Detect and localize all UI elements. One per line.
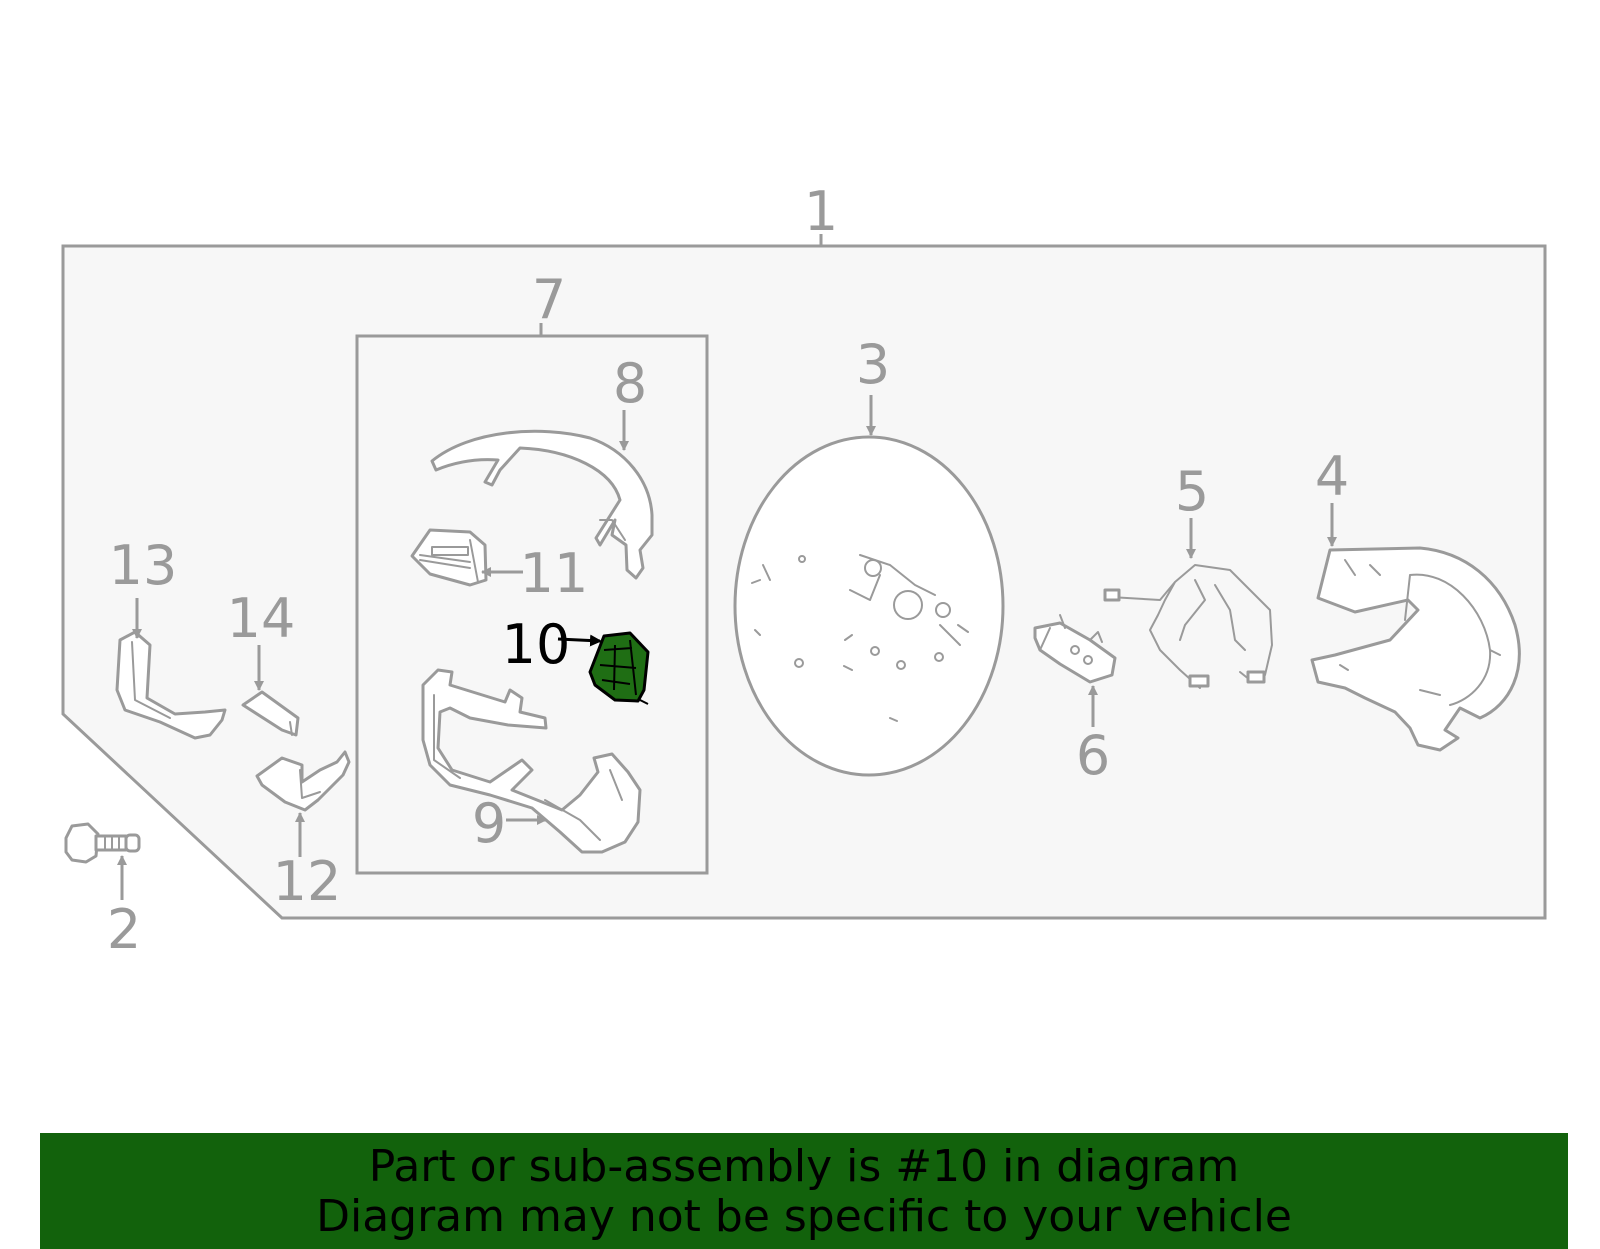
callout-3[interactable]: 3	[856, 333, 890, 396]
leader-10	[557, 634, 602, 647]
part-12-bracket[interactable]	[255, 750, 351, 812]
callout-9[interactable]: 9	[472, 792, 506, 855]
callout-12[interactable]: 12	[273, 850, 342, 913]
callout-5[interactable]: 5	[1175, 460, 1209, 523]
callout-13[interactable]: 13	[109, 534, 178, 597]
part-14-clip[interactable]	[241, 690, 300, 737]
callout-7[interactable]: 7	[532, 268, 566, 331]
callout-11[interactable]: 11	[520, 542, 589, 605]
part-6-switch[interactable]	[1033, 614, 1117, 684]
part-5-wire-harness[interactable]	[1103, 564, 1273, 689]
part-info-banner: Part or sub-assembly is #10 in diagram D…	[40, 1133, 1568, 1249]
callout-14[interactable]: 14	[227, 587, 296, 650]
subassembly-7-box	[355, 334, 709, 875]
banner-line-part-number: Part or sub-assembly is #10 in diagram	[368, 1141, 1240, 1192]
part-8-upper-cover[interactable]	[430, 429, 654, 580]
part-9-lower-cover[interactable]	[421, 668, 642, 854]
callout-6[interactable]: 6	[1076, 724, 1110, 787]
part-11-switch[interactable]	[410, 528, 488, 587]
callout-8[interactable]: 8	[613, 352, 647, 415]
part-2-bolt[interactable]	[64, 822, 141, 864]
part-4-rear-cover[interactable]	[1310, 546, 1521, 752]
callout-1[interactable]: 1	[804, 180, 838, 243]
callout-4[interactable]: 4	[1315, 445, 1349, 508]
callout-2[interactable]: 2	[107, 898, 141, 961]
banner-line-disclaimer: Diagram may not be specific to your vehi…	[316, 1191, 1292, 1242]
callout-10[interactable]: 10	[502, 613, 571, 676]
part-13-trim[interactable]	[115, 630, 227, 740]
part-10-switch-highlighted[interactable]	[588, 631, 650, 705]
part-3-pad[interactable]	[733, 435, 1005, 777]
